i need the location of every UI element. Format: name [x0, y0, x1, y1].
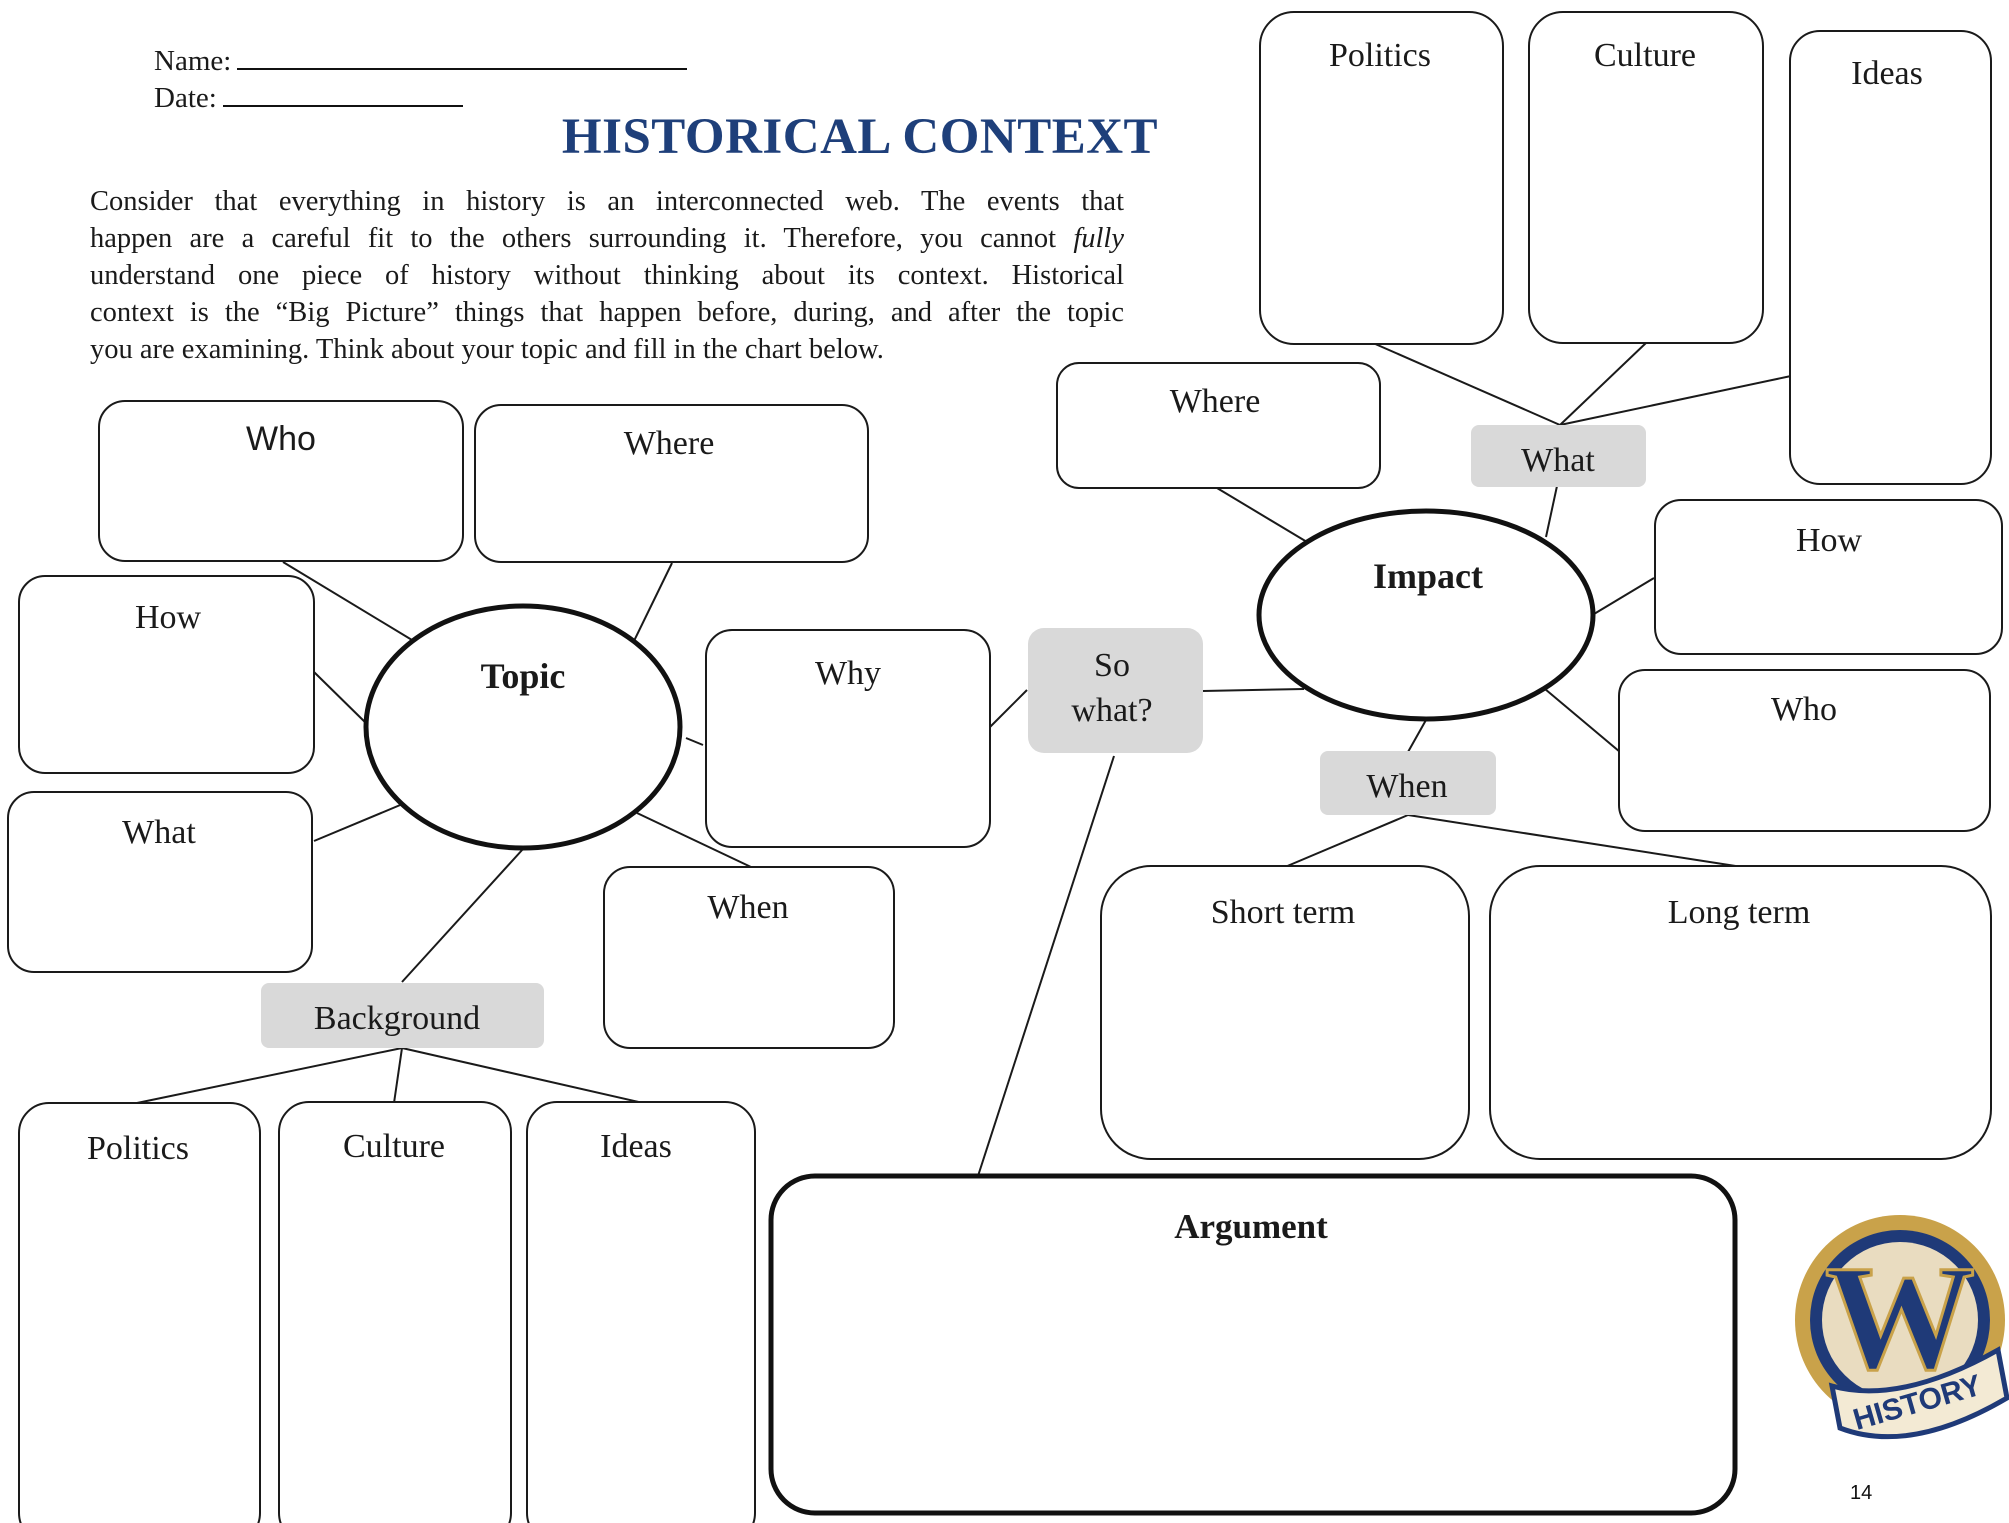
intro-line: Consider that everything in history is a…	[90, 186, 1124, 217]
impact-who-box[interactable]: Who	[1618, 669, 1991, 832]
page-title: HISTORICAL CONTEXT	[561, 109, 1159, 165]
background-culture-label: Culture	[343, 1128, 445, 1165]
impact-culture-box[interactable]: Culture	[1528, 11, 1764, 344]
background-label: Background	[314, 1000, 480, 1037]
intro-line: understand one piece of history without …	[90, 260, 1124, 291]
impact-center-oval[interactable]: Impact	[1256, 508, 1596, 722]
impact-how-label: How	[1796, 522, 1863, 559]
impact-where-box[interactable]: Where	[1056, 362, 1381, 489]
impact-politics-label: Politics	[1329, 37, 1431, 74]
impact-ideas-box[interactable]: Ideas	[1789, 30, 1992, 485]
impact-when-tag: When	[1320, 751, 1496, 815]
impact-center-label: Impact	[1373, 556, 1483, 596]
topic-who-label: Who	[246, 420, 316, 458]
topic-why-box[interactable]: Why	[705, 629, 991, 848]
impact-ideas-label: Ideas	[1851, 55, 1923, 92]
topic-center-label: Topic	[481, 656, 566, 696]
background-ideas-label: Ideas	[600, 1128, 672, 1165]
date-field[interactable]: Date:	[154, 81, 463, 115]
date-blank-line[interactable]	[222, 81, 463, 107]
topic-where-box[interactable]: Where	[474, 404, 869, 563]
topic-when-label: When	[707, 889, 788, 926]
impact-what-tag: What	[1471, 425, 1646, 487]
topic-web: Who Where How What Why When	[7, 400, 991, 1523]
impact-where-label: Where	[1170, 383, 1261, 420]
name-label: Name:	[154, 45, 232, 77]
intro-emphasis: fully	[1073, 223, 1124, 254]
impact-how-box[interactable]: How	[1654, 499, 2003, 655]
logo-letter: W	[1825, 1235, 1975, 1401]
topic-why-label: Why	[815, 655, 881, 692]
so-what-line-1: So	[1094, 647, 1130, 684]
background-culture-box[interactable]: Culture	[278, 1101, 512, 1523]
impact-politics-box[interactable]: Politics	[1259, 11, 1504, 345]
topic-where-label: Where	[624, 425, 715, 462]
impact-web: Politics Culture Ideas Where What How	[1056, 11, 2003, 1160]
name-field[interactable]: Name:	[154, 44, 688, 78]
logo-ribbon	[1828, 1346, 2009, 1440]
so-what-line-2: what?	[1071, 692, 1152, 729]
long-term-box[interactable]: Long term	[1489, 865, 1992, 1160]
name-blank-line[interactable]	[237, 44, 688, 70]
short-term-box[interactable]: Short term	[1100, 865, 1470, 1160]
page-number: 14	[1850, 1482, 1873, 1504]
background-tag: Background	[261, 983, 544, 1048]
topic-how-label: How	[135, 599, 202, 636]
topic-what-box[interactable]: What	[7, 791, 313, 973]
intro-line-text: happen are a careful fit to the others s…	[90, 223, 1074, 254]
topic-how-box[interactable]: How	[18, 575, 315, 774]
background-politics-label: Politics	[87, 1130, 189, 1167]
argument-label: Argument	[1174, 1207, 1328, 1246]
date-label: Date:	[154, 82, 217, 114]
argument-box[interactable]: Argument	[768, 1173, 1738, 1516]
intro-line: context is the “Big Picture” things that…	[90, 297, 1124, 328]
background-politics-box[interactable]: Politics	[18, 1102, 261, 1523]
w-history-logo: W HISTORY	[1795, 1215, 2009, 1440]
connector-lines	[136, 341, 1792, 1177]
intro-line: you are examining. Think about your topi…	[90, 334, 884, 365]
background-ideas-box[interactable]: Ideas	[526, 1101, 756, 1523]
topic-who-box[interactable]: Who	[98, 400, 464, 562]
topic-center-oval[interactable]: Topic	[363, 603, 683, 851]
topic-when-box[interactable]: When	[603, 866, 895, 1049]
logo-inner-disc	[1822, 1242, 1978, 1398]
impact-what-label: What	[1521, 442, 1595, 479]
short-term-label: Short term	[1211, 894, 1355, 931]
intro-paragraph: Consider that everything in history is a…	[90, 183, 1124, 368]
intro-line: happen are a careful fit to the others s…	[90, 220, 1124, 257]
so-what-tag: So what?	[1028, 628, 1203, 753]
impact-when-label: When	[1366, 768, 1447, 805]
impact-who-label: Who	[1771, 691, 1837, 728]
impact-culture-label: Culture	[1594, 37, 1696, 74]
topic-what-label: What	[122, 814, 196, 851]
long-term-label: Long term	[1668, 894, 1811, 931]
